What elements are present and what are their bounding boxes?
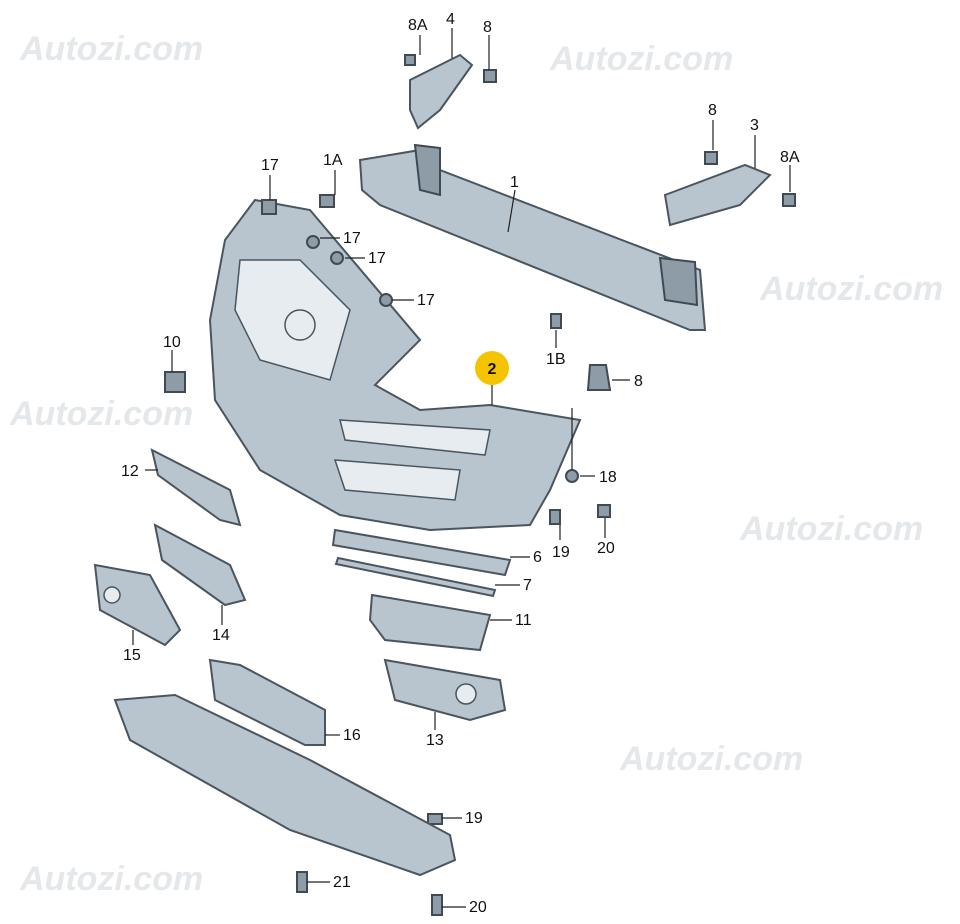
label-part-11: 11 — [515, 612, 532, 629]
watermark: Autozi.com — [759, 270, 943, 308]
bracket-right-part-3[interactable] — [663, 163, 772, 227]
grille-part-14[interactable] — [153, 523, 247, 607]
label-part-8: 8 — [634, 373, 643, 390]
label-part-8A: 8A — [408, 17, 428, 34]
fasteners — [164, 54, 796, 916]
watermark: Autozi.com — [19, 30, 203, 68]
grille-part-11[interactable] — [368, 593, 492, 652]
grille-part-12[interactable] — [150, 448, 242, 527]
label-part-6: 6 — [533, 549, 542, 566]
trim-strip-part-6[interactable] — [331, 528, 512, 577]
label-part-17: 17 — [261, 157, 279, 174]
label-part-17: 17 — [417, 292, 435, 309]
label-part-3: 3 — [750, 117, 759, 134]
label-part-12: 12 — [121, 463, 139, 480]
part-labels: 8A 4 8 8 3 8A 17 1A 1 17 17 17 10 1B 8 1… — [121, 11, 800, 916]
lower-opening — [333, 459, 461, 501]
highlight-badge[interactable] — [475, 351, 509, 385]
watermark-layer: Autozi.com Autozi.com Autozi.com Autozi.… — [9, 30, 943, 898]
label-part-18: 18 — [599, 469, 617, 486]
watermark: Autozi.com — [19, 860, 203, 898]
label-part-1A: 1A — [323, 152, 343, 169]
label-part-4: 4 — [446, 11, 455, 28]
grille-part-15[interactable] — [93, 563, 182, 647]
label-part-15: 15 — [123, 647, 141, 664]
label-part-16: 16 — [343, 727, 361, 744]
label-part-20: 20 — [597, 540, 615, 557]
trim-strip-part-7[interactable] — [334, 556, 497, 598]
label-part-8: 8 — [483, 19, 492, 36]
beam-mount — [658, 256, 699, 307]
label-part-10: 10 — [163, 334, 181, 351]
beam-mount — [413, 143, 441, 197]
leader-lines — [132, 28, 791, 908]
label-part-13: 13 — [426, 732, 444, 749]
label-part-1: 1 — [510, 174, 519, 191]
label-part-8A: 8A — [780, 149, 800, 166]
impact-beam-part-1[interactable] — [358, 148, 707, 331]
label-part-19: 19 — [552, 544, 570, 561]
under-panel-part-16b[interactable] — [113, 693, 457, 877]
watermark: Autozi.com — [619, 740, 803, 778]
foglamp-opening — [339, 419, 491, 456]
grille-part-13[interactable] — [383, 658, 507, 722]
grille-part-16[interactable] — [208, 658, 326, 746]
bracket-left-part-4[interactable] — [409, 53, 474, 130]
tow-eye-opening — [284, 309, 316, 341]
label-part-20: 20 — [469, 899, 487, 916]
label-part-17: 17 — [368, 250, 386, 267]
watermark: Autozi.com — [739, 510, 923, 548]
label-part-2: 2 — [488, 361, 497, 378]
watermark: Autozi.com — [549, 40, 733, 78]
label-part-19: 19 — [465, 810, 483, 827]
watermark: Autozi.com — [9, 395, 193, 433]
label-part-21: 21 — [333, 874, 351, 891]
label-part-7: 7 — [523, 577, 532, 594]
label-part-1B: 1B — [546, 351, 566, 368]
label-part-8: 8 — [708, 102, 717, 119]
label-part-14: 14 — [212, 627, 230, 644]
label-part-17: 17 — [343, 230, 361, 247]
